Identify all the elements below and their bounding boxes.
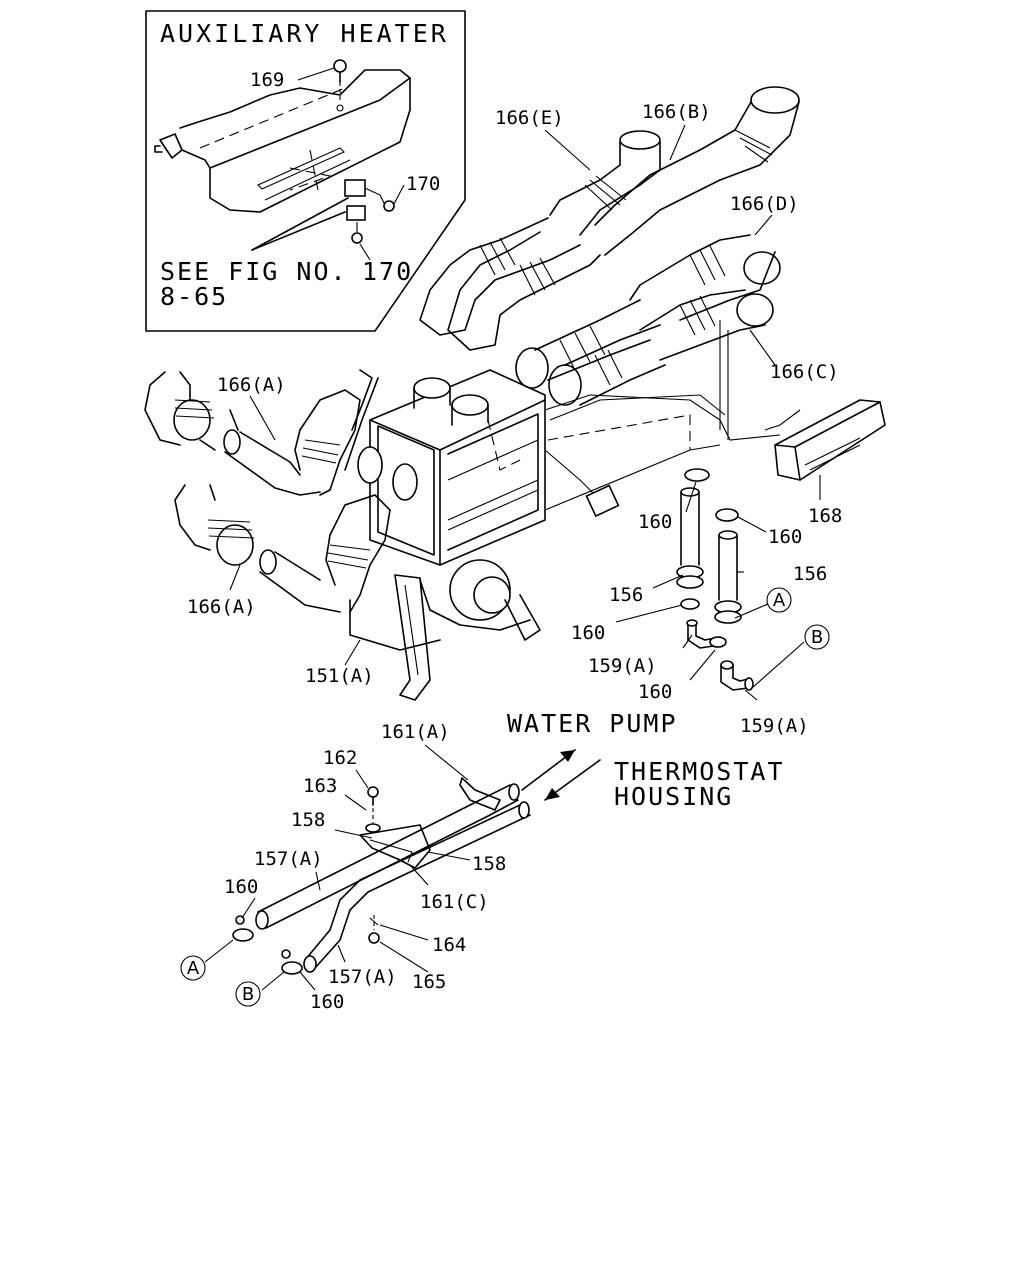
connector-a-right: A bbox=[773, 590, 786, 611]
flow-callouts: WATER PUMP THERMOSTAT HOUSING bbox=[507, 709, 785, 811]
connector-b-left: B bbox=[242, 984, 254, 1005]
label-159a-upper: 159(A) bbox=[588, 655, 657, 677]
inset-duct-drawing bbox=[154, 59, 411, 251]
flow-arrows bbox=[521, 749, 601, 801]
water-pump-label: WATER PUMP bbox=[507, 709, 678, 738]
inset-title: AUXILIARY HEATER bbox=[160, 19, 449, 48]
label-160-d: 160 bbox=[638, 681, 672, 703]
part-labels: 166(E) 166(B) 166(D) 166(C) 166(A) 166(A… bbox=[187, 101, 842, 1013]
connector-markers: A B A B bbox=[180, 587, 830, 1007]
connector-b-right: B bbox=[811, 627, 823, 648]
label-158-right: 158 bbox=[472, 853, 506, 875]
label-166b: 166(B) bbox=[642, 101, 711, 123]
label-156-left: 156 bbox=[609, 584, 643, 606]
label-166a-top: 166(A) bbox=[217, 374, 286, 396]
label-156-right: 156 bbox=[793, 563, 827, 585]
label-166d: 166(D) bbox=[730, 193, 799, 215]
label-161c: 161(C) bbox=[420, 891, 489, 913]
pipes-156-and-clamps bbox=[676, 468, 754, 691]
see-fig-number: 8-65 bbox=[160, 282, 228, 311]
control-unit-168 bbox=[764, 399, 886, 481]
label-170-lower: 170 bbox=[362, 257, 413, 286]
label-169: 169 bbox=[250, 69, 284, 91]
label-157a-upper: 157(A) bbox=[254, 848, 323, 870]
duct-hoses-upper bbox=[419, 86, 800, 406]
label-164: 164 bbox=[432, 934, 466, 956]
label-157a-lower: 157(A) bbox=[328, 966, 397, 988]
heater-unit-body bbox=[349, 320, 781, 701]
label-162: 162 bbox=[323, 747, 357, 769]
label-160-b: 160 bbox=[768, 526, 802, 548]
label-166a-bottom: 166(A) bbox=[187, 596, 256, 618]
label-166c: 166(C) bbox=[770, 361, 839, 383]
duct-hoses-left bbox=[144, 369, 391, 613]
label-170-upper: 170 bbox=[406, 173, 440, 195]
label-160-c: 160 bbox=[571, 622, 605, 644]
label-166e: 166(E) bbox=[495, 107, 564, 129]
label-163: 163 bbox=[303, 775, 337, 797]
thermostat-housing-label-line1: THERMOSTAT bbox=[614, 757, 785, 786]
label-158-left: 158 bbox=[291, 809, 325, 831]
lower-pipe-assembly bbox=[232, 777, 531, 975]
see-fig-note: SEE FIG NO. bbox=[160, 257, 348, 286]
label-160-a: 160 bbox=[638, 511, 672, 533]
label-151a: 151(A) bbox=[305, 665, 374, 687]
label-159a-lower: 159(A) bbox=[740, 715, 809, 737]
auxiliary-heater-inset: AUXILIARY HEATER bbox=[145, 10, 466, 332]
label-160-f: 160 bbox=[310, 991, 344, 1013]
thermostat-housing-label-line2: HOUSING bbox=[614, 782, 733, 811]
connector-a-left: A bbox=[187, 958, 200, 979]
leader-lines bbox=[204, 124, 821, 991]
label-168: 168 bbox=[808, 505, 842, 527]
label-161a: 161(A) bbox=[381, 721, 450, 743]
label-160-e: 160 bbox=[224, 876, 258, 898]
label-165: 165 bbox=[412, 971, 446, 993]
